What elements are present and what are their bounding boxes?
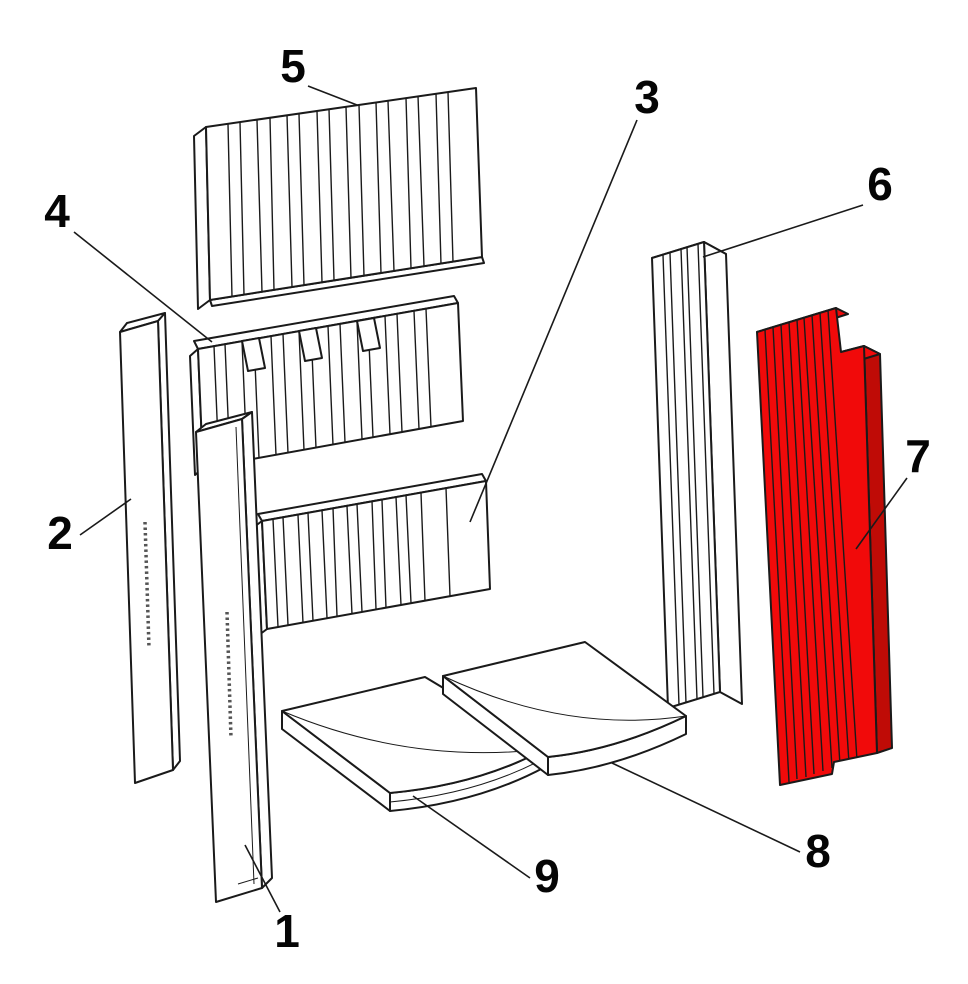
part-3-rear-panel-bottom	[253, 473, 491, 636]
part-1-embossed-marking	[225, 611, 233, 739]
part-1-front-face	[195, 418, 263, 903]
part-label-4: 4	[44, 185, 70, 237]
part-8-crease-line	[442, 675, 687, 721]
part-4-ribs	[213, 308, 432, 466]
part-label-1: 1	[274, 905, 300, 957]
leader-line-6	[702, 204, 864, 258]
leader-line-8	[611, 762, 801, 853]
part-3-front-face	[261, 480, 491, 630]
leader-line-9	[412, 795, 531, 879]
part-label-9: 9	[534, 850, 560, 902]
part-7-ribs	[764, 309, 858, 783]
part-5-front-face	[205, 87, 483, 301]
part-4-slot-1	[241, 337, 266, 372]
part-9-front-band-line	[389, 757, 546, 803]
part-5-rear-panel-top	[193, 87, 485, 310]
part-7-front-face	[756, 307, 878, 786]
part-9-base-plate-left	[281, 676, 546, 812]
part-4-slot-2	[298, 327, 323, 362]
part-label-2: 2	[47, 507, 73, 559]
leader-lines	[73, 85, 908, 913]
leader-line-4	[73, 231, 213, 343]
part-label-3: 3	[634, 71, 660, 123]
part-7-right-side-panel-highlighted	[756, 307, 893, 786]
leader-line-3	[469, 119, 638, 523]
leader-line-2	[79, 498, 132, 536]
part-6-ribs	[662, 243, 715, 706]
part-1-groove-line	[235, 426, 255, 885]
leader-line-5	[307, 85, 358, 106]
part-6-right-side-panel	[651, 241, 743, 709]
part-label-6: 6	[867, 158, 893, 210]
part-2-embossed-marking	[143, 521, 151, 649]
leader-line-7	[855, 477, 908, 550]
part-4-slot-3	[356, 317, 381, 352]
part-2-left-side-panel	[119, 312, 181, 784]
part-3-ribs	[272, 487, 451, 628]
part-2-front-face	[119, 320, 174, 784]
part-label-7: 7	[905, 430, 931, 482]
part-8-base-plate-right	[442, 641, 687, 776]
part-1-left-front-panel	[195, 411, 273, 903]
part-1-bottom-step-line	[237, 877, 259, 885]
part-label-8: 8	[805, 825, 831, 877]
part-5-ribs	[227, 91, 454, 298]
part-9-crease-line	[281, 710, 546, 754]
leader-line-1	[244, 844, 281, 913]
part-label-5: 5	[280, 40, 306, 92]
part-number-labels: 5 3 4 6 2 7 1 9 8	[44, 40, 931, 957]
